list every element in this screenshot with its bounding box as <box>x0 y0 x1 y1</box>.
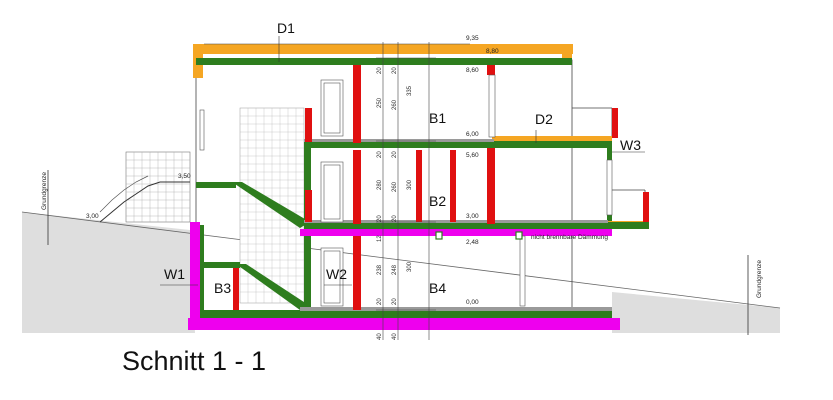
basement-structure <box>188 222 620 330</box>
svg-text:250: 250 <box>377 97 383 108</box>
level-upper-ceiling: 8,60 <box>466 67 479 74</box>
terrain-fill <box>22 212 195 333</box>
dimension-texts-col-c: 335 300 300 <box>407 85 413 272</box>
level-basement-floor: 0,00 <box>466 299 479 306</box>
insulation-mark-2 <box>515 231 523 240</box>
label-w2: W2 <box>326 266 347 282</box>
label-d1: D1 <box>277 20 295 36</box>
level-roof: 8,80 <box>486 48 499 55</box>
svg-text:238: 238 <box>377 264 383 275</box>
svg-text:20: 20 <box>377 215 383 222</box>
label-b1: B1 <box>429 110 446 126</box>
level-mid-ceiling: 5,60 <box>466 152 479 159</box>
svg-text:335: 335 <box>407 85 413 96</box>
level-upper-floor: 6,00 <box>466 131 479 138</box>
svg-text:20: 20 <box>377 67 383 74</box>
level-stair-landing: 3,50 <box>178 173 191 180</box>
svg-text:280: 280 <box>377 179 383 190</box>
upper-slab-grey <box>304 139 494 142</box>
svg-text:20: 20 <box>392 151 398 158</box>
boundary-label-right: Grundgrenze <box>756 260 763 298</box>
svg-text:248: 248 <box>392 264 398 275</box>
level-mid-floor: 3,00 <box>466 213 479 220</box>
label-d2: D2 <box>535 111 553 127</box>
level-basement-ceiling: 2,48 <box>466 239 479 246</box>
terrain-right-fill <box>612 292 780 333</box>
ground-slab-grey <box>300 307 612 311</box>
dimension-texts-col-a: 20 250 20 280 20 12 238 20 40 <box>377 67 383 340</box>
svg-text:20: 20 <box>377 151 383 158</box>
openings <box>199 74 613 307</box>
label-b4: B4 <box>429 280 446 296</box>
boundary-label-left: Grundgrenze <box>41 172 48 210</box>
svg-text:260: 260 <box>392 181 398 192</box>
terrace-slab-w3 <box>492 136 612 143</box>
svg-text:20: 20 <box>377 298 383 305</box>
label-w3: W3 <box>620 137 641 153</box>
label-w1: W1 <box>164 266 185 282</box>
drawing-title: Schnitt 1 - 1 <box>122 346 267 376</box>
svg-text:300: 300 <box>407 179 413 190</box>
dimension-texts-col-b: 20 260 20 260 20 248 20 40 <box>392 67 398 340</box>
svg-text:300: 300 <box>407 261 413 272</box>
component-labels: D1 D2 B1 B2 B3 B4 W1 W2 W3 <box>160 20 645 296</box>
level-roof-top: 9,35 <box>466 35 479 42</box>
svg-text:20: 20 <box>392 215 398 222</box>
terrain-line <box>21 211 781 309</box>
dimension-lines <box>204 42 470 340</box>
insulation-note: nicht brennbare Dämmung <box>531 234 608 241</box>
svg-text:20: 20 <box>392 298 398 305</box>
level-markers: 9,35 8,80 8,60 6,00 5,60 3,50 3,00 3,00 … <box>86 35 499 306</box>
red-walls <box>233 65 649 310</box>
concrete-structure <box>196 58 649 319</box>
level-ground-left: 3,00 <box>86 213 99 220</box>
label-b3: B3 <box>214 280 231 296</box>
svg-text:12: 12 <box>377 235 383 242</box>
svg-text:260: 260 <box>392 99 398 110</box>
svg-text:40: 40 <box>377 333 383 340</box>
svg-text:40: 40 <box>392 333 398 340</box>
roof-edge-right <box>562 44 572 60</box>
exterior-stair <box>99 151 191 223</box>
insulation-mark-1 <box>435 231 443 240</box>
label-b2: B2 <box>429 193 446 209</box>
svg-text:20: 20 <box>392 67 398 74</box>
